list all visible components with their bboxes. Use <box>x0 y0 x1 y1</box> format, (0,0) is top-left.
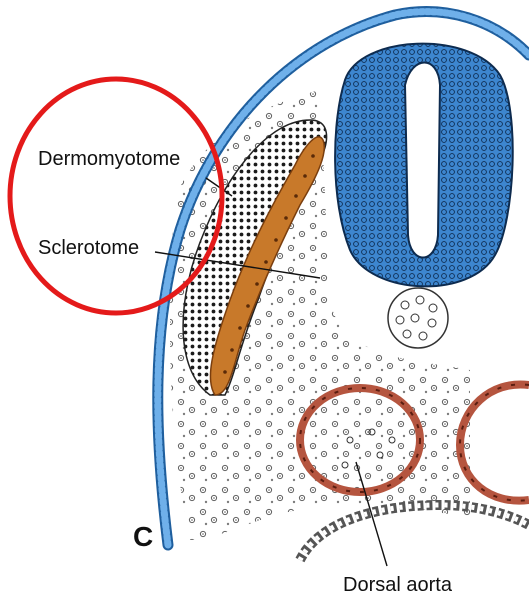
dorsal-aorta-right <box>460 384 529 500</box>
panel-letter: C <box>133 523 153 551</box>
neural-canal <box>405 63 440 258</box>
endoderm-layer <box>300 505 529 560</box>
dorsal-aorta-label: Dorsal aorta <box>343 575 452 595</box>
dermomyotome-label: Dermomyotome <box>38 149 180 169</box>
sclerotome-label: Sclerotome <box>38 238 139 258</box>
